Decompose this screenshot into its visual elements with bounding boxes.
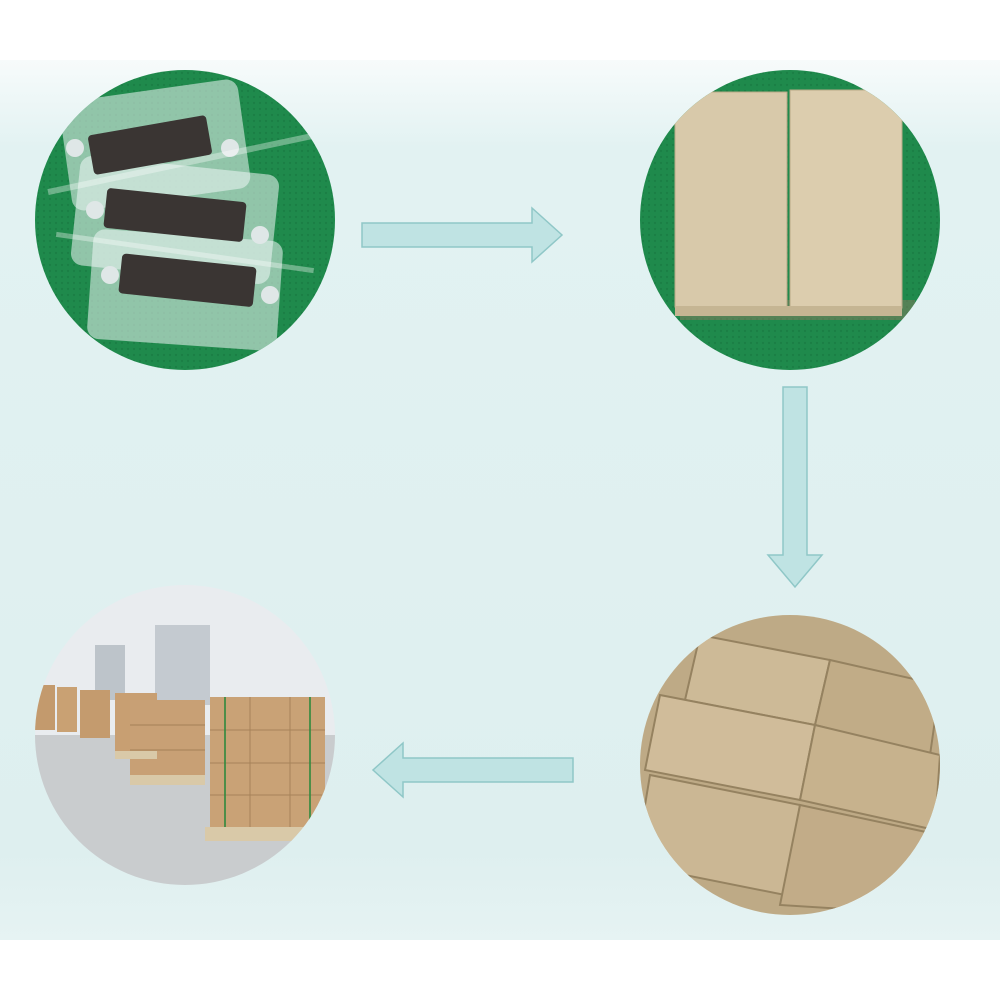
bagged-product-illustration [35, 70, 335, 370]
carton-box-left [674, 91, 788, 308]
arrow-down-icon [766, 386, 824, 589]
step-3-cartons-packed-photo [640, 615, 940, 915]
arrow-left-icon [371, 741, 574, 799]
black-devices [66, 115, 279, 307]
arrow-down [765, 385, 825, 590]
step-4-palletized-warehouse-photo [35, 585, 335, 885]
step-1-bagged-product-photo [35, 70, 335, 370]
carton-box-right [789, 89, 903, 309]
cartons-packed-illustration [640, 615, 940, 915]
arrow-right-icon [361, 206, 564, 264]
arrow-right [360, 205, 565, 265]
boxed-product-illustration [640, 70, 940, 370]
palletized-warehouse-illustration [35, 585, 335, 885]
arrow-left [370, 740, 575, 800]
step-2-boxed-product-photo [640, 70, 940, 370]
